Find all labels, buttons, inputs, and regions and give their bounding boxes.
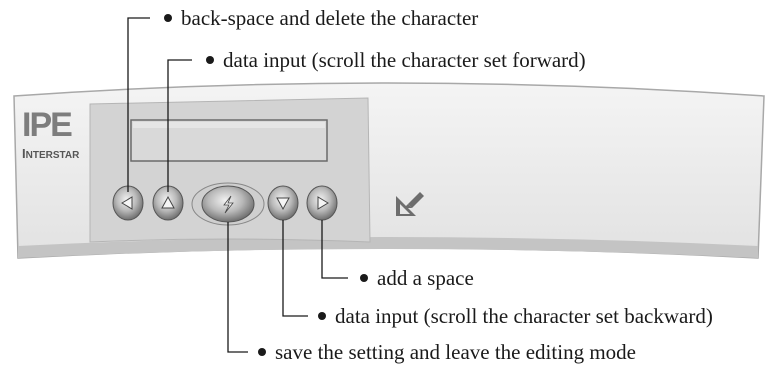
bullet-icon [206,56,214,65]
logo-brand-rest: NTERSTAR [25,150,80,161]
callout-scroll-backward: data input (scroll the character set bac… [318,304,713,328]
callout-space: add a space [360,266,474,290]
bullet-icon [164,14,172,23]
button-up[interactable] [152,185,184,221]
lightning-icon [223,195,234,214]
leader-save [227,222,248,353]
callout-text: save the setting and leave the editing m… [275,340,636,364]
arrow-down-icon [276,197,290,211]
leader-lines [127,17,348,353]
logo-brand-first: I [22,146,26,161]
bullet-icon [258,348,266,357]
button-down[interactable] [267,185,299,221]
leader-scroll-backward [282,220,308,317]
callout-text: data input (scroll the character set bac… [335,304,713,328]
leader-space [321,220,348,279]
logo-mark: IPE [22,106,73,144]
bullet-icon [360,274,368,283]
callout-text: back-space and delete the character [181,6,479,30]
device-bottom-edge [18,237,758,258]
bullet-icon [318,312,326,321]
leader-backspace [127,17,150,192]
edit-checkbox-icon [396,192,424,216]
button-right[interactable] [306,185,338,221]
callout-backspace: back-space and delete the character [164,6,478,30]
leader-scroll-forward [167,59,192,192]
arrow-left-icon [121,196,133,210]
arrow-right-icon [317,196,329,210]
callout-scroll-forward: data input (scroll the character set for… [206,48,586,72]
logo-brand: INTERSTAR [22,146,79,161]
callout-text: add a space [377,266,474,290]
callout-save: save the setting and leave the editing m… [258,340,636,364]
arrow-up-icon [161,195,175,209]
callout-text: data input (scroll the character set for… [223,48,586,72]
button-center[interactable] [191,182,265,226]
